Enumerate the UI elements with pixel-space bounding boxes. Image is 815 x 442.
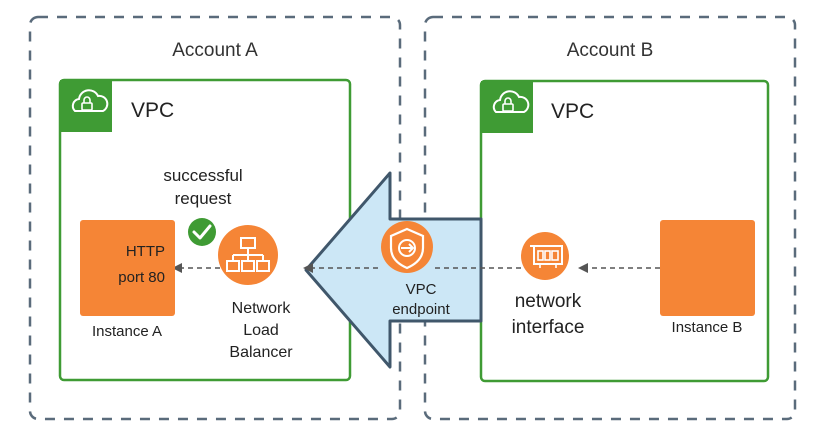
load-balancer-icon (218, 225, 278, 285)
check-circle-icon (188, 218, 216, 246)
status-line2: request (175, 189, 232, 208)
eni-label-line1: network (515, 291, 582, 312)
account-a-boundary (28, 15, 402, 421)
endpoint-label-line2: endpoint (392, 301, 450, 318)
status-line1: successful (163, 166, 242, 185)
instance-b-label: Instance B (672, 319, 743, 336)
network-card-icon (521, 232, 569, 280)
vpc-b-label: VPC (551, 100, 594, 123)
instance-a-label: Instance A (92, 323, 162, 340)
nlb-label-line3: Balancer (229, 344, 293, 361)
instance-a-text-line2: port 80 (118, 269, 165, 286)
vpc-b-icon (481, 81, 533, 133)
vpc-endpoint-icon (381, 221, 433, 273)
eni-label-line2: interface (512, 317, 585, 338)
account-b-label: Account B (567, 40, 654, 61)
vpc-a-label: VPC (131, 99, 174, 122)
vpc-a-icon (60, 80, 112, 132)
account-a-label: Account A (172, 40, 258, 61)
nlb-label-line2: Load (243, 322, 279, 339)
vpc-endpoint-arrow-shape (304, 171, 483, 369)
instance-a-text-line1: HTTP (126, 243, 165, 260)
instance-a-box (80, 220, 175, 316)
nlb-label-line1: Network (232, 300, 292, 317)
endpoint-label-line1: VPC (406, 281, 437, 298)
instance-b-box (660, 220, 755, 316)
account-b-boundary (423, 15, 797, 421)
